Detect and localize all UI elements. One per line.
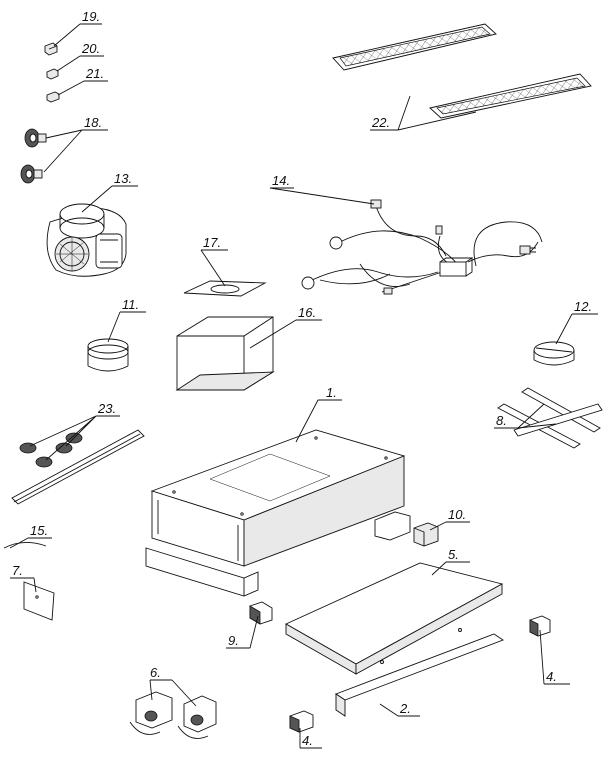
callout-7: 7. [12, 563, 23, 578]
callout-6: 6. [150, 665, 161, 680]
callout-15: 15. [30, 523, 48, 538]
part-23-rail-clamps [11, 429, 145, 505]
part-17-mounting-plate [183, 280, 267, 297]
callout-23: 23. [97, 401, 116, 416]
callout-11: 11. [122, 297, 139, 312]
part-7-plate [23, 581, 55, 621]
callout-5: 5. [448, 547, 459, 562]
callout-labels: 19. 20. 21. 18. 13. 14. 17. 16. 11. 12. … [12, 9, 592, 748]
callout-10: 10. [448, 507, 466, 522]
callout-17: 17. [203, 235, 221, 250]
callout-12: 12. [574, 299, 592, 314]
part-9-clip [249, 601, 273, 625]
callout-16: 16. [298, 305, 316, 320]
callout-19: 19. [82, 9, 100, 24]
part-18-knobs [20, 128, 47, 184]
callout-4-right: 4. [546, 669, 557, 684]
part-4-clip-bottom [289, 710, 314, 733]
callout-22: 22. [371, 115, 390, 130]
part-21-clip [46, 91, 60, 103]
callout-20: 20. [81, 41, 100, 56]
leader-lines [9, 23, 598, 749]
part-14-wiring-harness [301, 199, 543, 295]
callout-13: 13. [114, 171, 132, 186]
part-16-duct-box [175, 316, 275, 391]
part-15-wire [3, 542, 47, 549]
part-13-blower-motor [46, 203, 127, 277]
front-panel-strip [145, 547, 259, 597]
callout-1: 1. [326, 385, 337, 400]
part-1-main-body [150, 429, 411, 567]
part-12-damper [533, 341, 575, 366]
callout-9: 9. [228, 633, 239, 648]
part-2-profile [335, 633, 504, 717]
callout-4-bottom: 4. [302, 733, 313, 748]
callout-8: 8. [496, 413, 507, 428]
callout-18: 18. [84, 115, 102, 130]
callout-21: 21. [85, 66, 104, 81]
part-5-front-panel [285, 562, 504, 675]
part-11-duct-collar [87, 338, 129, 372]
part-8-strips [497, 387, 603, 449]
part-10-bracket [413, 522, 439, 547]
part-20-clip [46, 68, 59, 80]
callout-2: 2. [399, 701, 411, 716]
part-6-brackets [129, 691, 217, 739]
callout-14: 14. [272, 173, 290, 188]
part-4-clip-right [529, 615, 551, 637]
part-22-grease-filters [332, 23, 592, 119]
